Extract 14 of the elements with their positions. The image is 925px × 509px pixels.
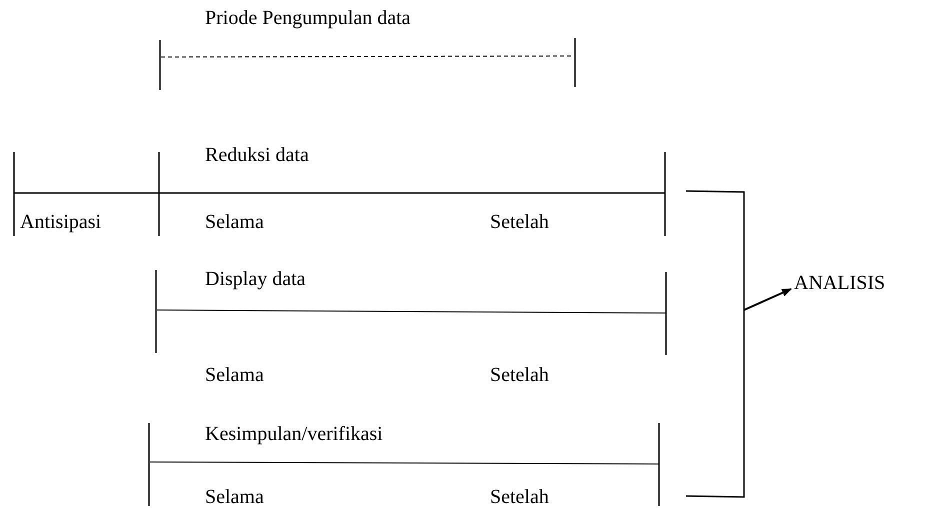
phase-label: Selama xyxy=(205,210,264,234)
arrow xyxy=(744,288,792,311)
phase-label: Setelah xyxy=(490,210,549,234)
phase-label: Setelah xyxy=(490,363,549,387)
component-heading: Kesimpulan/verifikasi xyxy=(205,422,383,446)
bracket xyxy=(686,190,745,498)
phase-label: Selama xyxy=(205,363,264,387)
period-heading: Priode Pengumpulan data xyxy=(205,6,411,30)
component-heading: Display data xyxy=(205,267,306,291)
phase-label: Selama xyxy=(205,485,264,509)
phase-label: Setelah xyxy=(490,485,549,509)
component-heading: Reduksi data xyxy=(205,143,309,167)
phase-label: Antisipasi xyxy=(20,210,102,234)
result-label: ANALISIS xyxy=(794,271,886,295)
